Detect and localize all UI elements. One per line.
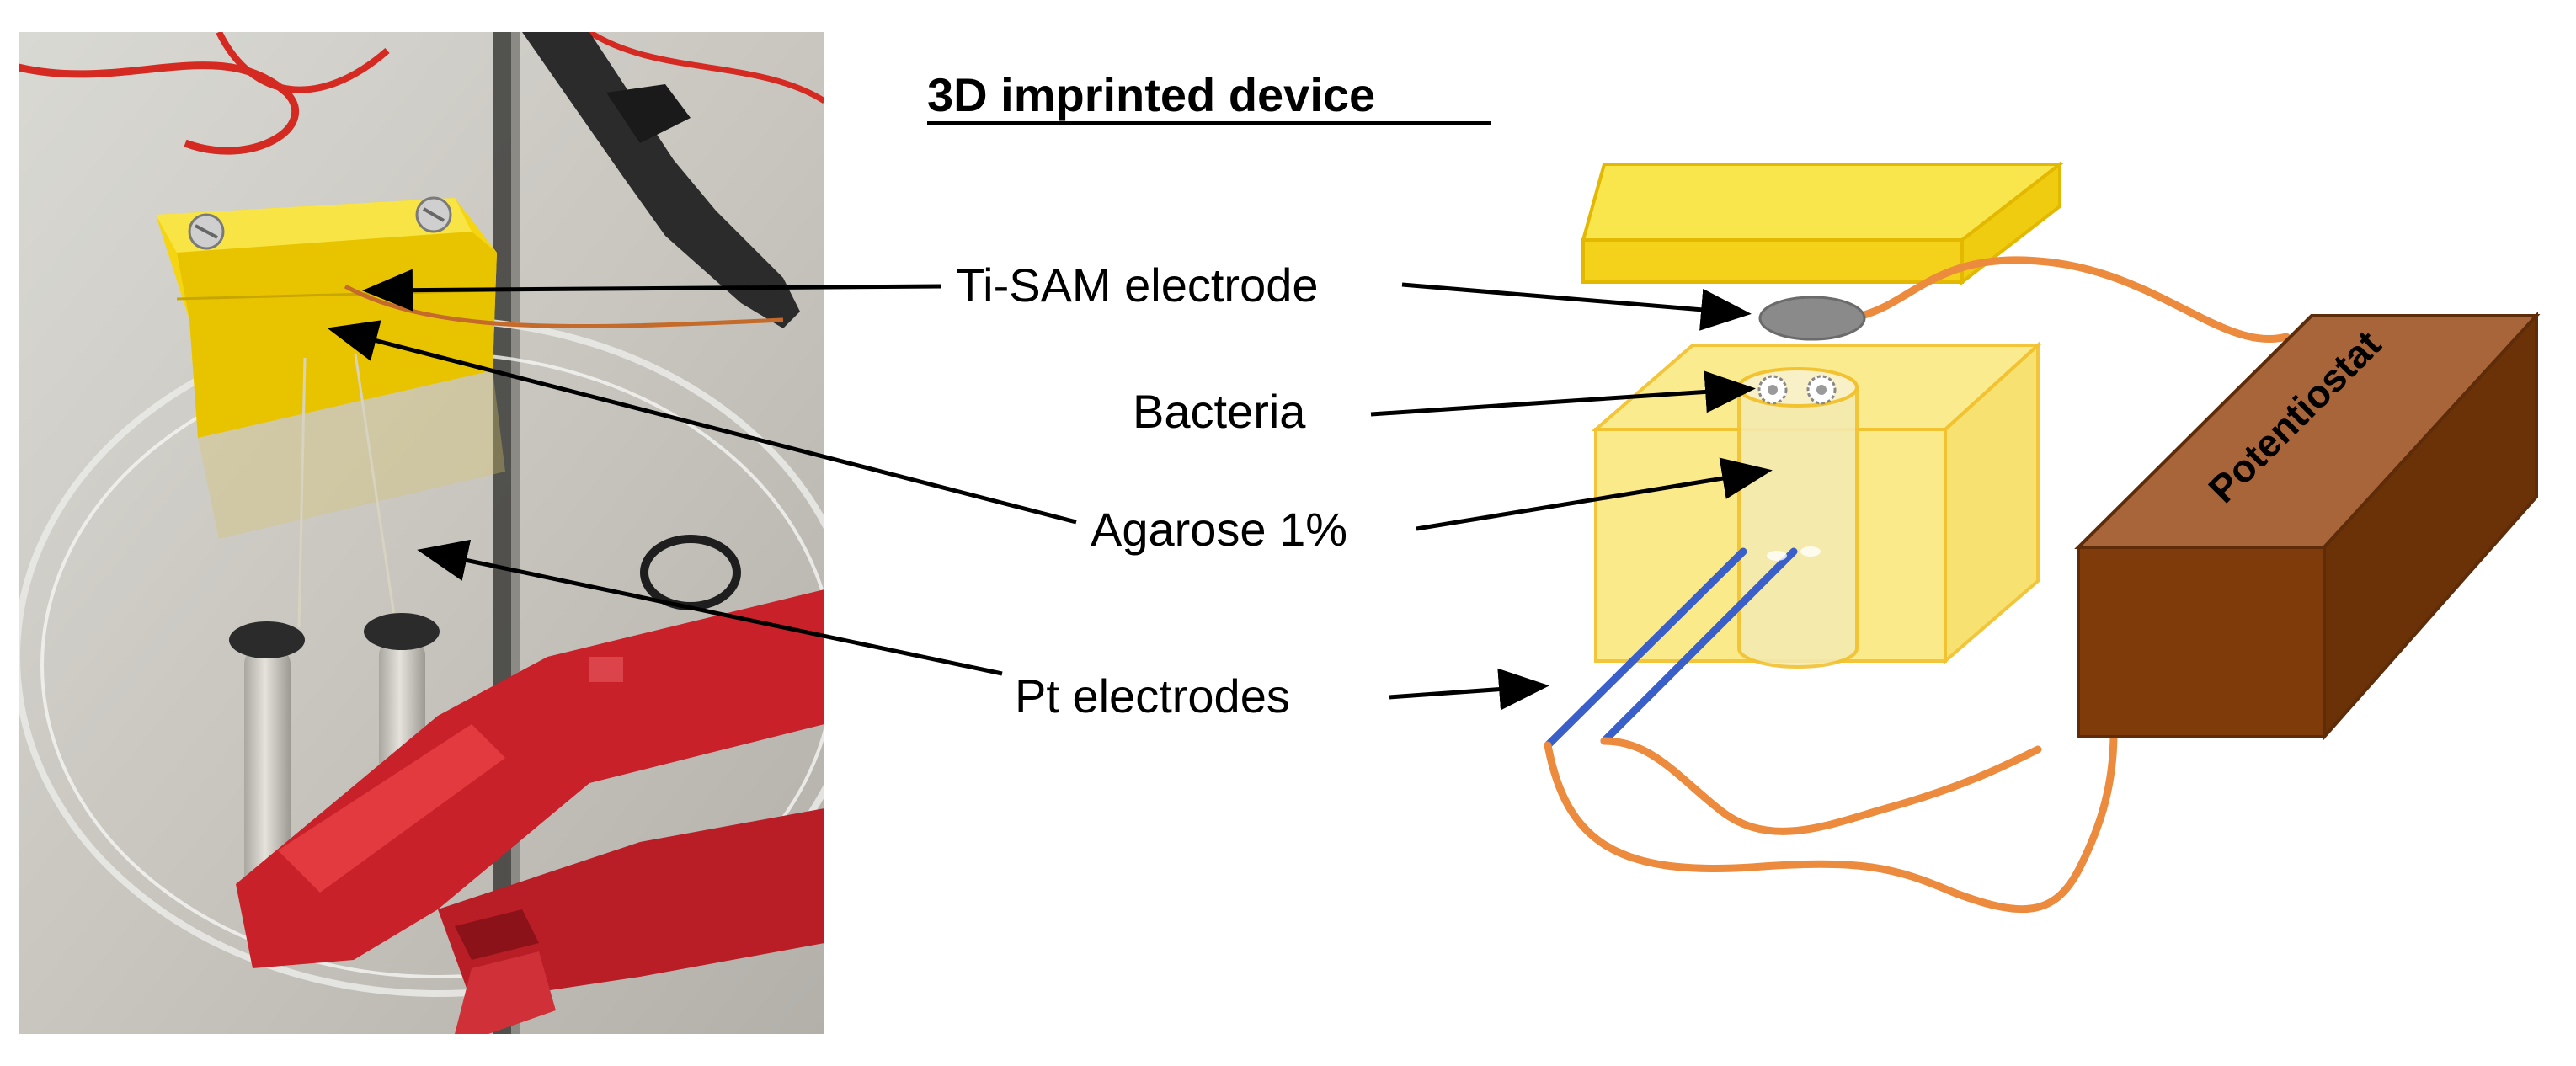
arrows [327, 269, 1773, 711]
label-agarose: Agarose 1% [1091, 503, 1347, 556]
wire-tisam [1857, 256, 2291, 344]
wire-pt-2 [1600, 737, 2042, 835]
device-lid [1581, 160, 2065, 286]
label-bacteria: Bacteria [1133, 385, 1306, 438]
ti-sam-disc [1758, 296, 1866, 341]
wire-pt-1 [1544, 728, 2118, 914]
figure-title: 3D imprinted device [927, 68, 1375, 121]
potentiostat-box [2074, 311, 2541, 742]
pt-electrodes [1544, 546, 1821, 749]
label-ti-sam: Ti-SAM electrode [956, 259, 1319, 312]
device-photo [19, 32, 824, 1034]
bacteria-icon [1757, 375, 1837, 405]
label-pt: Pt electrodes [1015, 669, 1290, 722]
